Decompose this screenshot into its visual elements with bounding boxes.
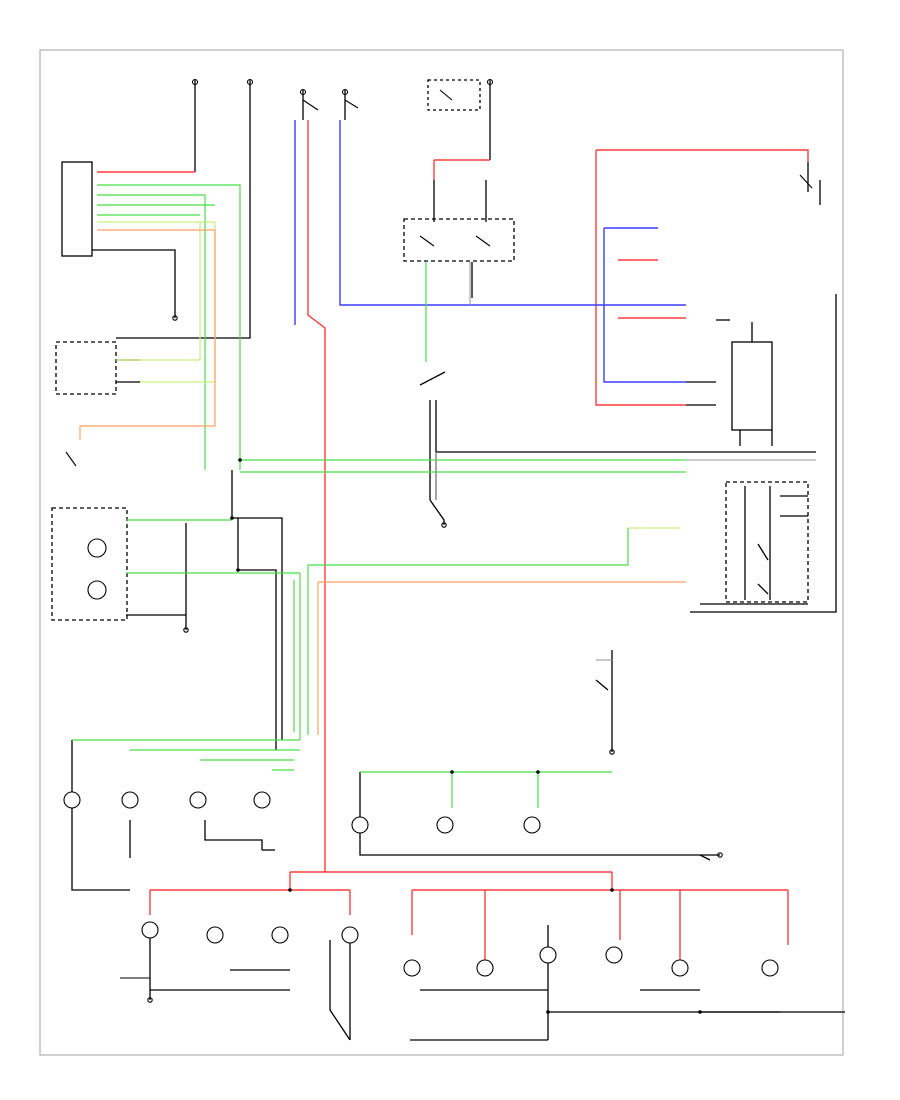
junction-dots	[230, 458, 702, 1014]
components	[51, 79, 809, 621]
top-fuse-box	[427, 79, 481, 111]
dimmer-switch-box	[55, 341, 117, 395]
lamp-row3-2	[206, 926, 224, 944]
lamp-row3-3	[271, 926, 289, 944]
lamp-row3-1	[141, 921, 159, 939]
wires-black	[71, 80, 845, 1041]
lamp-cluster-lower	[87, 580, 107, 600]
lamps	[63, 538, 779, 977]
lamp-row2-1	[351, 816, 369, 834]
lamp-row2-2	[436, 816, 454, 834]
right-module-outline	[690, 294, 837, 613]
wires-green	[72, 184, 686, 808]
lamp-row1-2	[121, 791, 139, 809]
wires-orange	[79, 229, 686, 735]
right-relay-module	[731, 341, 773, 431]
lamp-row1-3	[189, 791, 207, 809]
lamp-row1-1	[63, 791, 81, 809]
lamp-row3-4	[341, 926, 359, 944]
combination-switch-box	[725, 481, 809, 603]
wires-red	[97, 120, 809, 960]
lamp-row1-4	[253, 791, 271, 809]
wires-light-green	[97, 221, 680, 529]
lamp-row3-8	[605, 946, 623, 964]
diagram-frame	[39, 49, 844, 1056]
left-control-module	[61, 161, 93, 257]
lamp-row3-6	[476, 959, 494, 977]
wires-blue	[294, 120, 686, 383]
lamp-row3-10	[761, 959, 779, 977]
lamp-row3-5	[403, 959, 421, 977]
lamp-row3-7	[539, 946, 557, 964]
lamp-cluster-upper	[87, 538, 107, 558]
lamp-row2-3	[523, 816, 541, 834]
switch-symbols	[65, 78, 813, 1003]
instrument-cluster-box	[51, 507, 128, 621]
relay-box-center	[403, 218, 515, 262]
wires-gray	[435, 262, 816, 661]
lamp-row3-9	[671, 959, 689, 977]
